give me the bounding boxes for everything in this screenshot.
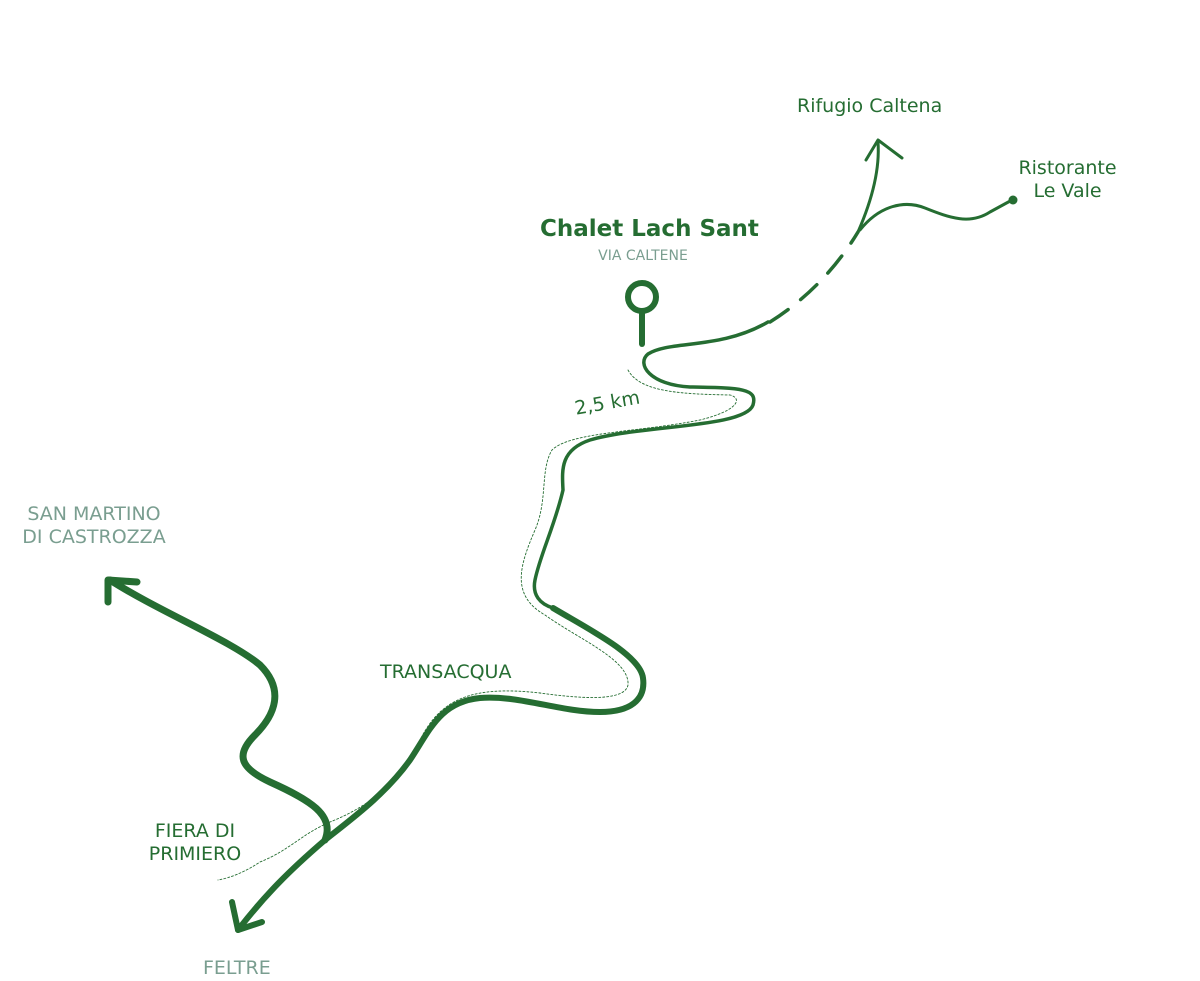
- route-chalet-segment: [532, 320, 770, 610]
- ristorante-line2: Le Vale: [1033, 179, 1102, 202]
- place-feltre: FELTRE: [203, 957, 271, 979]
- fiera-line2: PRIMIERO: [148, 842, 242, 865]
- ristorante-dot-icon: [1008, 195, 1018, 205]
- san-martino-arrowhead: [104, 576, 141, 606]
- rifugio-arrowhead: [864, 138, 904, 162]
- feltre-arrowhead: [229, 899, 265, 933]
- route-dashed-segment: [768, 230, 860, 324]
- place-rifugio-caltena: Rifugio Caltena: [797, 95, 943, 117]
- dotted-valley-path: [217, 369, 737, 881]
- destination-title: Chalet Lach Sant: [540, 216, 759, 242]
- place-ristorante-le-vale: Ristorante Le Vale: [1005, 157, 1130, 203]
- place-fiera-di-primiero: FIERA DI PRIMIERO: [140, 820, 250, 866]
- location-pin-icon: [625, 280, 659, 347]
- destination-address: VIA CALTENE: [598, 248, 688, 264]
- route-rifugio: [856, 140, 880, 234]
- ristorante-line1: Ristorante: [1018, 157, 1117, 179]
- route-ristorante: [858, 198, 1014, 232]
- route-main-segment: [235, 605, 647, 933]
- place-transacqua: TRANSACQUA: [380, 661, 512, 683]
- san-martino-line2: DI CASTROZZA: [22, 525, 166, 548]
- place-san-martino: SAN MARTINO DI CASTROZZA: [14, 503, 174, 549]
- fiera-line1: FIERA DI: [154, 820, 236, 842]
- san-martino-line1: SAN MARTINO: [27, 503, 161, 525]
- route-san-martino-branch: [106, 576, 331, 844]
